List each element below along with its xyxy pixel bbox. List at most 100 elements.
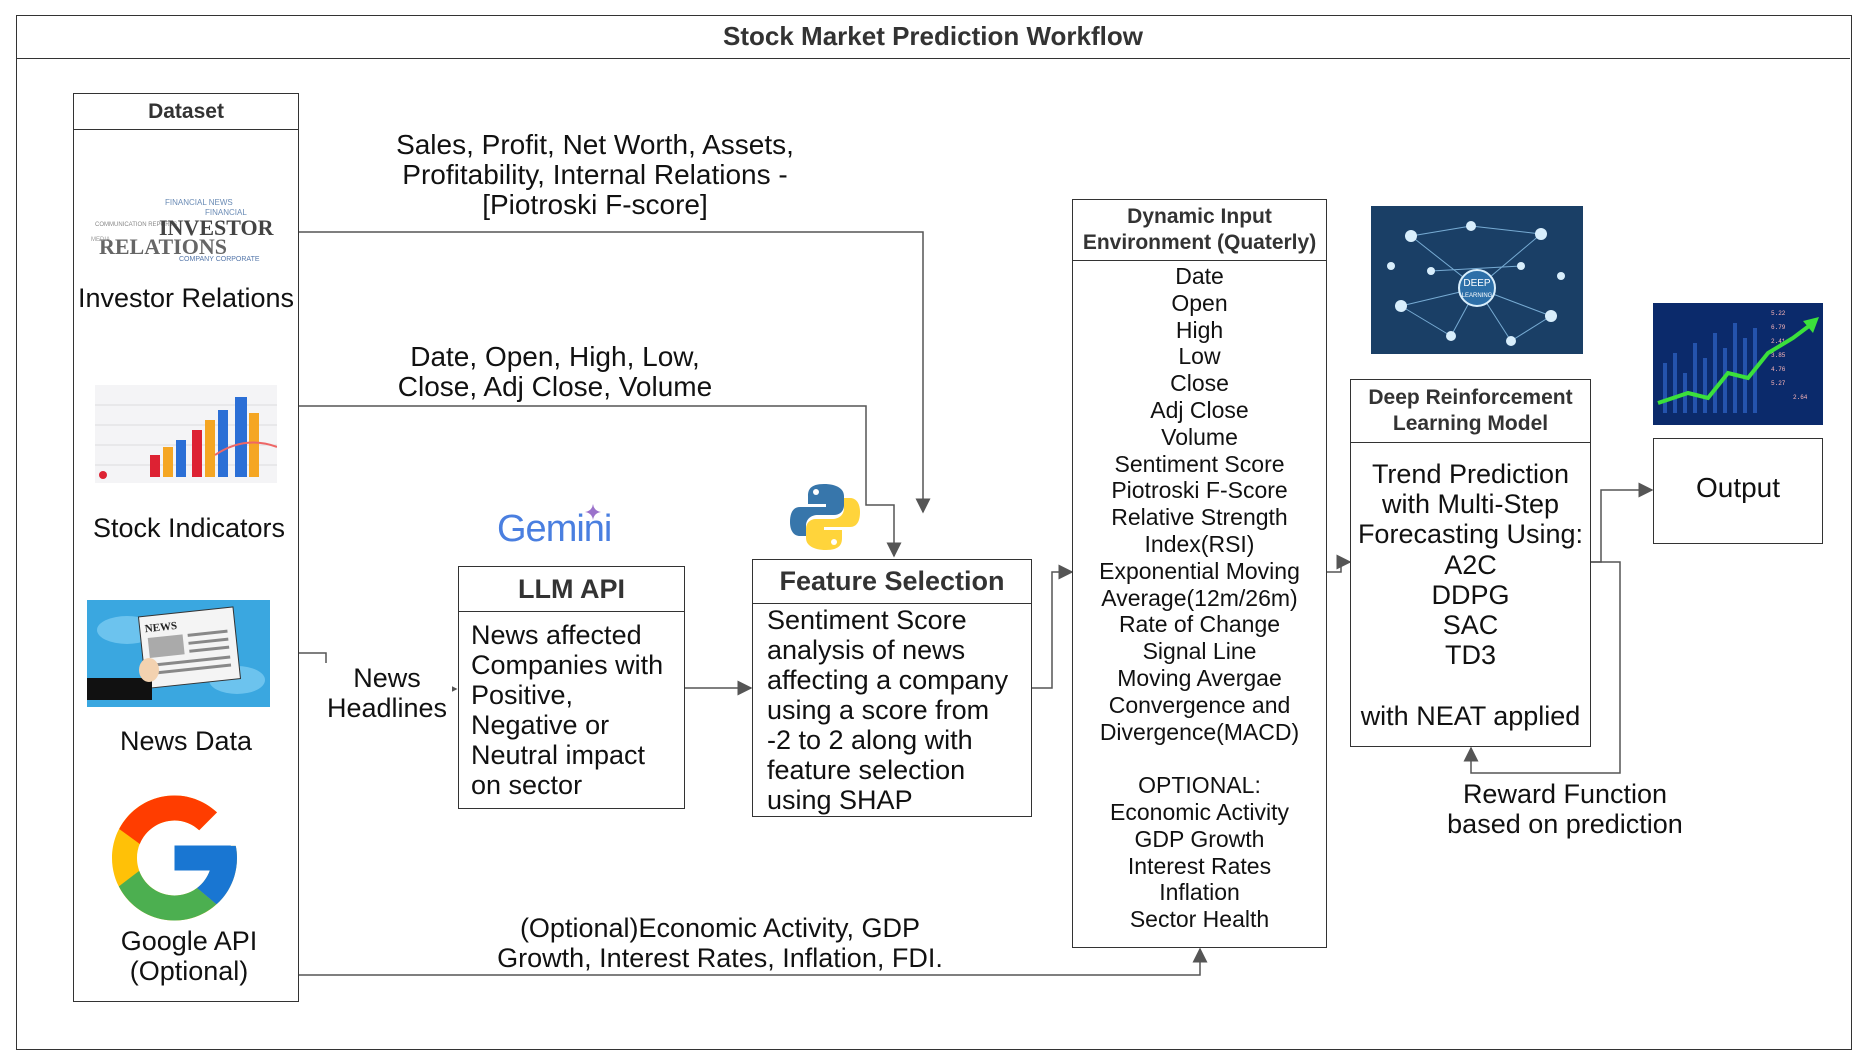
word-cloud-graphic: FINANCIAL NEWS FINANCIAL COMMUNICATION R… [91,198,275,263]
drl-model-box [1350,379,1591,747]
env-feature: Volume [1161,423,1238,450]
neural-network-graphic: DEEP LEARNING [1387,221,1565,346]
env-feature: Exponential Moving [1099,557,1300,584]
feature-body-line: -2 to 2 along with [767,725,973,755]
svg-text:2.64: 2.64 [1793,394,1808,401]
drl-model-body: Trend Prediction with Multi-Step Forecas… [1350,459,1591,731]
env-feature: Rate of Change [1118,611,1281,638]
google-edge-label: (Optional)Economic Activity, GDP Growth,… [460,913,980,973]
stock-edge-label: Date, Open, High, Low, Close, Adj Close,… [370,342,740,402]
deep-learning-image: DEEP LEARNING [1371,206,1583,354]
investor-edge-label-line3: [Piotroski F-score] [482,189,708,220]
feature-body-line: using a score from [767,695,990,725]
drl-body-line: with Multi-Step [1381,489,1560,520]
investor-edge-label-line2: Profitability, Internal Relations - [402,159,788,190]
env-feature-spacer [1074,745,1325,772]
edge-investor-to-feature [283,231,931,514]
feature-body-line: affecting a company [767,665,1009,695]
env-feature: OPTIONAL: [1138,772,1261,799]
edge-drl-to-output [1591,482,1654,563]
investor-edge-label: Sales, Profit, Net Worth, Assets, Profit… [355,130,835,220]
env-feature: Close [1170,370,1229,397]
svg-text:5.27: 5.27 [1771,380,1786,387]
reward-edge-label: Reward Function based on prediction [1420,779,1710,839]
google-g-icon [112,795,237,921]
env-feature: Inflation [1159,879,1240,906]
feature-body-line: using SHAP [767,785,913,815]
dataset-header: Dataset [73,93,299,130]
google-logo [97,783,252,933]
env-feature: GDP Growth [1134,825,1265,852]
google-api-label-line1: Google API [120,926,258,956]
env-feature: Signal Line [1142,638,1257,665]
env-feature: Sentiment Score [1114,450,1285,477]
feature-body-line: Sentiment Score [767,605,967,635]
llm-body-line: on sector [471,770,583,800]
env-feature: Low [1178,343,1221,370]
svg-text:3.85: 3.85 [1771,352,1786,359]
llm-api-box [458,566,685,809]
llm-body-line: News affected [471,620,642,650]
env-feature: High [1175,316,1224,343]
drl-body-spacer [1350,670,1591,700]
drl-algo-ddpg: DDPG [1431,579,1510,610]
output-label: Output [1695,472,1781,503]
feature-selection-body: Sentiment Score analysis of news affecti… [767,605,1029,815]
feature-body-line: feature selection [767,755,966,785]
stock-edge-label-line2: Close, Adj Close, Volume [397,371,713,402]
dynamic-env-header-line1: Dynamic Input [1127,205,1272,228]
env-feature: Divergence(MACD) [1099,718,1300,745]
investor-edge-label-line1: Sales, Profit, Net Worth, Assets, [396,129,794,160]
google-edge-label-line1: (Optional)Economic Activity, GDP [519,913,921,943]
svg-text:COMMUNICATION REPORTS: COMMUNICATION REPORTS [95,222,177,228]
google-edge-label-line2: Growth, Interest Rates, Inflation, FDI. [497,943,943,973]
diagram-frame [16,15,1852,1050]
drl-algo-a2c: A2C [1444,549,1497,580]
feature-selection-box [752,559,1032,817]
stock-bar-chart-graphic [95,397,277,479]
logo-word-investor: INVESTOR [159,215,275,240]
news-edge-label: News Headlines [322,663,452,723]
env-feature: Average(12m/26m) [1101,584,1298,611]
news-data-label: News Data [119,726,253,756]
svg-text:COMPANY CORPORATE: COMPANY CORPORATE [179,256,260,263]
llm-body-line: Companies with [471,650,664,680]
edge-env-to-drl [1327,554,1352,573]
llm-body-line: Neutral impact [471,740,646,770]
news-edge-label-line1: News [353,663,421,693]
edge-stock-to-feature [283,405,902,558]
dynamic-env-feature-list: Date Open High Low Close Adj Close Volum… [1074,263,1325,933]
edge-feature-to-env [1032,564,1074,689]
env-feature: Date [1175,263,1224,289]
svg-text:FINANCIAL NEWS: FINANCIAL NEWS [165,198,233,207]
investor-relations-label: Investor Relations [77,283,295,313]
reward-edge-label-line2: based on prediction [1447,809,1683,839]
python-logo [790,482,860,552]
drl-algo-sac: SAC [1442,610,1499,641]
svg-text:2.41: 2.41 [1771,338,1786,345]
diagram-title: Stock Market Prediction Workflow [16,15,1850,59]
feature-selection-header: Feature Selection [752,559,1032,604]
env-feature: Index(RSI) [1144,530,1255,557]
drl-algo-td3: TD3 [1444,640,1496,671]
python-icon [790,484,860,550]
gemini-sparkle-icon [585,504,601,520]
dynamic-env-header-line2: Environment (Quaterly) [1082,231,1317,254]
stock-indicators-image [95,385,277,483]
svg-text:MEDIA: MEDIA [91,237,110,243]
llm-body-line: Positive, [471,680,574,710]
drl-header-line2: Learning Model [1392,412,1549,435]
stock-trend-graphic: 5.226.792.41 3.854.765.27 2.64 [1657,310,1819,413]
google-api-label: Google API (Optional) [73,926,305,986]
drl-body-line: with NEAT applied [1360,700,1581,731]
stock-edge-label-line1: Date, Open, High, Low, [410,341,700,372]
news-edge-label-line2: Headlines [326,693,448,723]
newspaper-graphic: NEWS [87,606,265,700]
env-feature: Moving Avergae [1117,664,1282,691]
env-feature: Relative Strength [1111,504,1288,531]
drl-body-line: Forecasting Using: [1357,519,1584,550]
env-feature: Convergence and [1108,691,1291,718]
newspaper-title: NEWS [144,620,177,635]
news-data-image: NEWS [87,600,270,707]
